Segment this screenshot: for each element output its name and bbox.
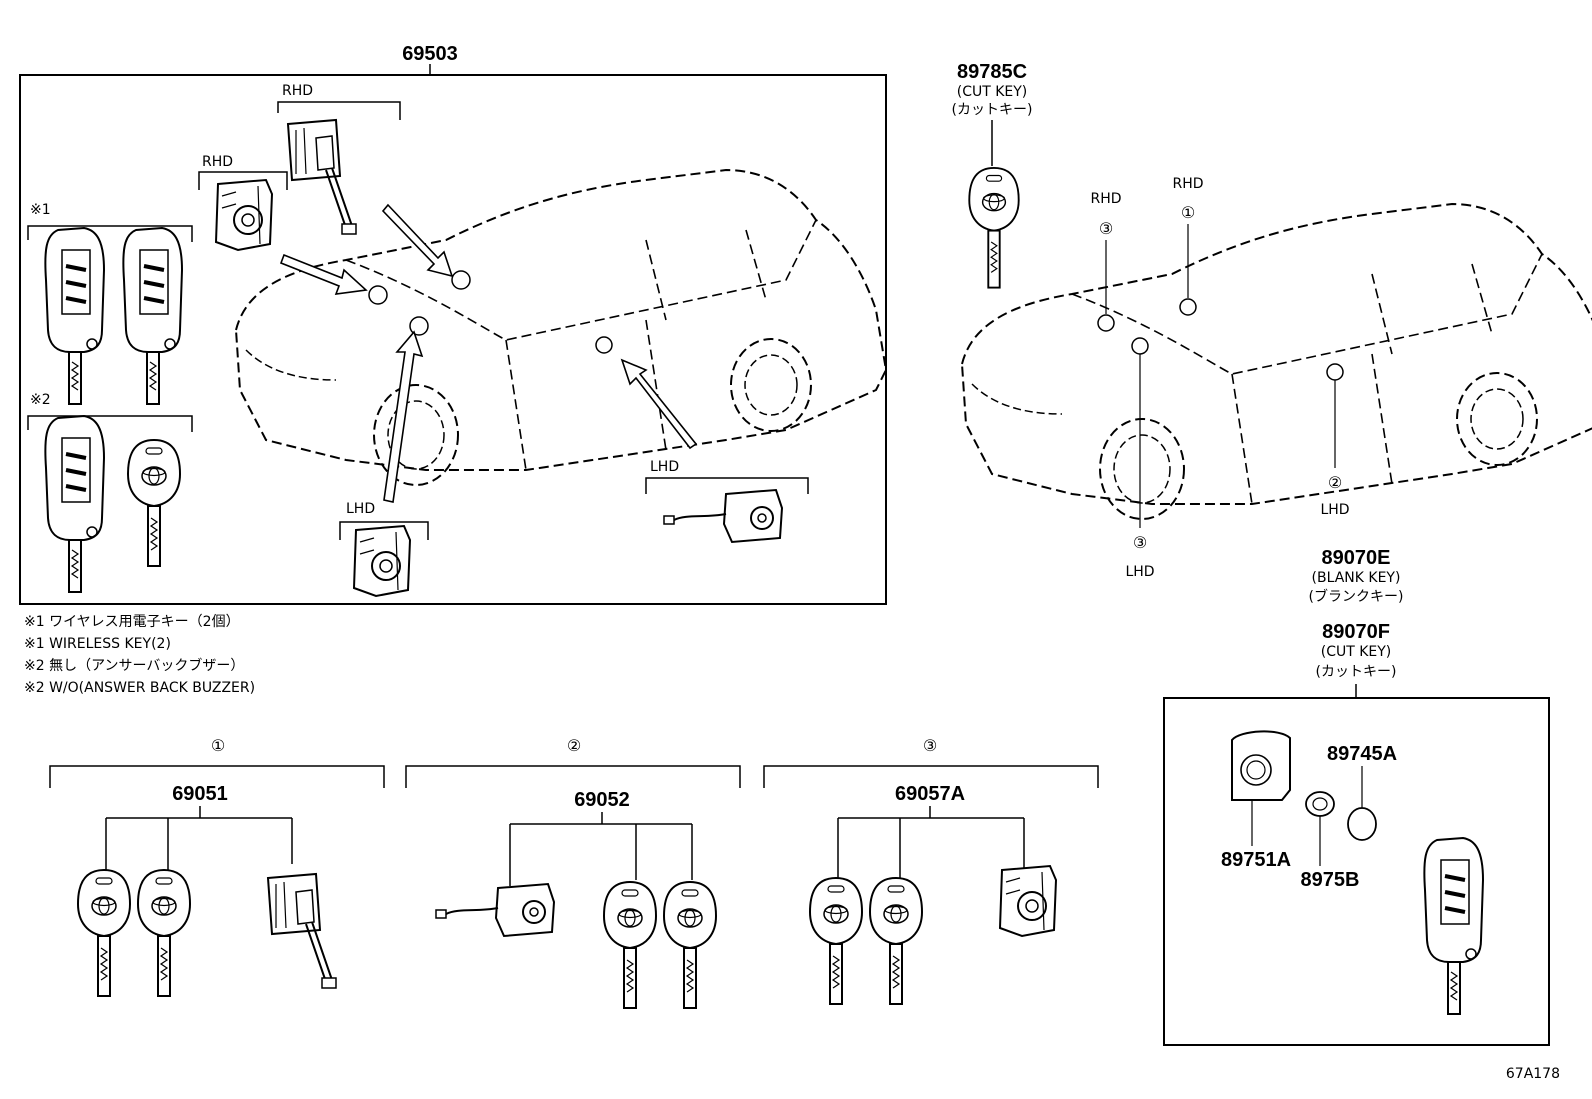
wireless-key-1a bbox=[43, 226, 106, 406]
keyhole-1 bbox=[368, 285, 388, 305]
kit-3-cylinder bbox=[999, 865, 1057, 937]
svg-text:RHD: RHD bbox=[282, 83, 313, 99]
wireless-key-2 bbox=[43, 414, 106, 594]
blank-key-part-number: 89070E bbox=[1322, 547, 1391, 569]
note-4: ※2 W/O(ANSWER BACK BUZZER) bbox=[24, 680, 255, 696]
car-illustration-right bbox=[961, 203, 1592, 520]
housing-part-number: 89751A bbox=[1221, 849, 1291, 871]
svg-text:(BLANK KEY): (BLANK KEY) bbox=[1312, 570, 1401, 586]
note-3: ※2 無し（アンサーバックブザー） bbox=[24, 657, 244, 674]
wireless-key-right bbox=[1422, 836, 1485, 1016]
svg-text:①: ① bbox=[211, 736, 225, 755]
diagram-id: 67A178 bbox=[1506, 1066, 1560, 1082]
kit-1-key-a bbox=[77, 869, 131, 997]
svg-text:LHD: LHD bbox=[346, 501, 375, 517]
svg-text:LHD: LHD bbox=[1320, 502, 1349, 518]
keyhole-2 bbox=[451, 270, 471, 290]
note-2: ※1 WIRELESS KEY(2) bbox=[24, 636, 171, 652]
kit-1-key-b bbox=[137, 869, 191, 997]
svg-text:LHD: LHD bbox=[1125, 564, 1154, 580]
svg-text:①: ① bbox=[1181, 203, 1195, 222]
svg-text:(CUT KEY): (CUT KEY) bbox=[1321, 644, 1392, 660]
cap-part-number: 8975B bbox=[1301, 869, 1360, 891]
svg-text:LHD: LHD bbox=[650, 459, 679, 475]
battery bbox=[1347, 807, 1377, 841]
kit-3-part-number: 69057A bbox=[895, 783, 965, 805]
cap bbox=[1305, 791, 1335, 817]
key-parts-box bbox=[1163, 697, 1550, 1046]
cylinder-lhd bbox=[353, 525, 411, 597]
kit-3-key-a bbox=[809, 877, 863, 1005]
svg-text:(CUT KEY): (CUT KEY) bbox=[957, 84, 1028, 100]
car-illustration-left bbox=[235, 169, 887, 486]
svg-text:③: ③ bbox=[1099, 219, 1113, 238]
kit-1-part-number: 69051 bbox=[172, 783, 228, 805]
door-lock-rhd bbox=[287, 119, 357, 235]
main-part-number: 69503 bbox=[402, 43, 458, 65]
svg-text:RHD: RHD bbox=[202, 154, 233, 170]
svg-text:※1: ※1 bbox=[30, 202, 51, 218]
kit-2-part-number: 69052 bbox=[574, 789, 630, 811]
kit-2-key-b bbox=[663, 881, 717, 1009]
cut-key-top bbox=[968, 166, 1020, 289]
note-1: ※1 ワイヤレス用電子キー（2個） bbox=[24, 614, 240, 630]
keyhole-4 bbox=[595, 336, 613, 354]
svg-text:RHD: RHD bbox=[1172, 176, 1203, 192]
kit-1-lock bbox=[267, 873, 337, 989]
battery-part-number: 89745A bbox=[1327, 743, 1397, 765]
svg-text:RHD: RHD bbox=[1090, 191, 1121, 207]
cut-key-top-part-number: 89785C bbox=[957, 61, 1027, 83]
cylinder-rhd bbox=[215, 179, 273, 251]
svg-text:(ブランクキー): (ブランクキー) bbox=[1309, 588, 1404, 605]
svg-text:(カットキー): (カットキー) bbox=[1316, 664, 1397, 680]
cut-key-2 bbox=[127, 439, 181, 567]
svg-text:③: ③ bbox=[1133, 533, 1147, 552]
main-assembly-box bbox=[19, 74, 887, 605]
keyhole-3 bbox=[409, 316, 429, 336]
kit-2-cylinder bbox=[435, 883, 555, 937]
svg-text:③: ③ bbox=[923, 736, 937, 755]
svg-text:②: ② bbox=[567, 736, 581, 755]
wireless-key-1b bbox=[121, 226, 184, 406]
cut-key-right-part-number: 89070F bbox=[1322, 621, 1390, 643]
kit-3-key-b bbox=[869, 877, 923, 1005]
kit-2-key-a bbox=[603, 881, 657, 1009]
arrows bbox=[279, 203, 698, 503]
svg-text:②: ② bbox=[1328, 473, 1342, 492]
svg-text:※2: ※2 bbox=[30, 392, 51, 408]
door-cylinder-lhd bbox=[663, 489, 783, 543]
svg-text:(カットキー): (カットキー) bbox=[952, 102, 1033, 118]
key-housing bbox=[1231, 730, 1291, 801]
